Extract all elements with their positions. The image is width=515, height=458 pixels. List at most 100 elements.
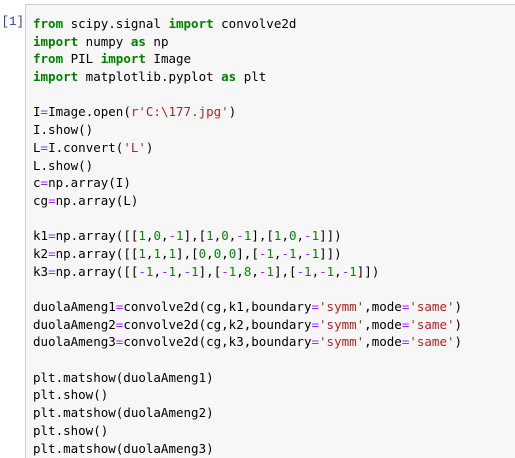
code-token: k1 [33,228,49,244]
code-line: import matplotlib.pyplot as plt [33,68,462,86]
code-token: plt.matshow(duolaAmeng1) [33,369,214,385]
code-token: 1 [138,245,146,261]
code-token: , [281,228,289,244]
code-token: , [145,245,154,261]
code-token: duolaAmeng3 [33,334,116,350]
code-token: , [273,245,282,261]
code-token: = [48,192,56,208]
code-token: = [311,334,320,350]
code-token: import [100,51,146,67]
code-token: convolve2d(cg,k1,boundary [123,299,312,314]
code-token: 'symm' [319,299,365,314]
code-token: 1 [349,263,357,279]
code-token: ) [454,299,463,314]
code-line: cg=np.array(L) [33,192,462,210]
code-token: , [296,228,305,244]
code-token: 1 [326,263,335,279]
code-line: k1=np.array([[1,0,-1],[1,0,-1],[1,0,-1]]… [33,227,462,245]
code-token: 0 [213,245,222,261]
code-token: , [153,263,161,279]
code-token: 1 [206,228,214,244]
code-token: = [311,299,320,314]
code-line: ​ [33,210,462,228]
code-token: import [33,33,79,49]
code-token: 1 [311,228,320,244]
code-line: from scipy.signal import convolve2d [33,15,462,33]
code-token: from [33,16,64,31]
code-token: = [115,316,124,332]
code-token: - [138,263,146,279]
code-token: I.convert( [48,139,124,155]
code-token: - [304,245,312,261]
code-token: 1 [176,228,184,244]
code-token: = [311,316,320,332]
code-token: 1 [228,263,237,279]
code-token: = [40,104,49,120]
code-token: , [311,263,320,279]
code-token: = [401,316,410,332]
code-token: numpy [78,33,131,49]
code-token: import [33,69,79,85]
code-token: 0 [198,245,207,261]
code-token: 'same' [409,316,455,332]
code-token: - [341,263,350,279]
code-token: 1 [168,245,177,261]
code-token: 1 [266,263,274,279]
code-token: ]]) [319,228,342,244]
code-line: c=np.array(I) [33,174,462,192]
code-token: - [168,228,177,244]
code-token: - [296,263,305,279]
code-token: np.array(L) [55,192,139,208]
code-token: 1 [266,245,274,261]
code-token: convolve2d(cg,k3,boundary [123,334,312,350]
code-token: = [40,139,49,155]
code-token: 'symm' [319,334,365,350]
code-token: convolve2d(cg,k2,boundary [123,316,312,332]
code-token: 0 [288,228,297,244]
code-token: plt [236,69,267,85]
code-token: plt.show() [33,387,109,403]
code-token: ],[ [273,263,297,279]
code-token: ],[ [236,245,259,261]
code-token: ) [228,104,237,120]
code-token: ],[ [251,228,274,244]
code-token: 1 [311,245,320,261]
code-token: - [258,263,267,279]
code-token: 'L' [123,139,146,155]
code-token: 'symm' [319,316,365,332]
code-line: I.show() [33,121,462,139]
code-line: plt.show() [33,422,462,440]
code-token: duolaAmeng1 [33,299,116,314]
code-line: plt.matshow(duolaAmeng1) [33,369,462,387]
code-token: , [236,263,244,279]
code-token: , [206,245,214,261]
code-token: - [304,228,312,244]
code-token: ) [454,316,463,332]
code-token: ,mode [364,299,402,314]
code-token: = [48,245,56,261]
code-token: , [251,263,259,279]
code-token: = [48,228,56,244]
code-line: plt.matshow(duolaAmeng2) [33,404,462,422]
code-token: np.array(I) [48,175,131,191]
code-line: I=Image.open(r'C:\177.jpg') [33,103,462,121]
code-line: plt.show() [33,386,462,404]
code-token: PIL [63,51,101,67]
code-token: = [115,334,124,350]
code-token: 0 [221,228,229,244]
code-token: as [221,69,237,85]
code-token: - [319,263,327,279]
code-token: ],[ [176,245,199,261]
code-token: = [401,334,410,350]
code-token: Image [145,51,192,67]
code-token: , [221,245,229,261]
code-token: , [145,228,154,244]
code-token: , [160,228,169,244]
code-token: ],[ [198,263,222,279]
code-token: - [160,263,169,279]
code-token: ) [145,139,154,155]
code-token: 1 [191,263,199,279]
code-token: 0 [228,245,237,261]
